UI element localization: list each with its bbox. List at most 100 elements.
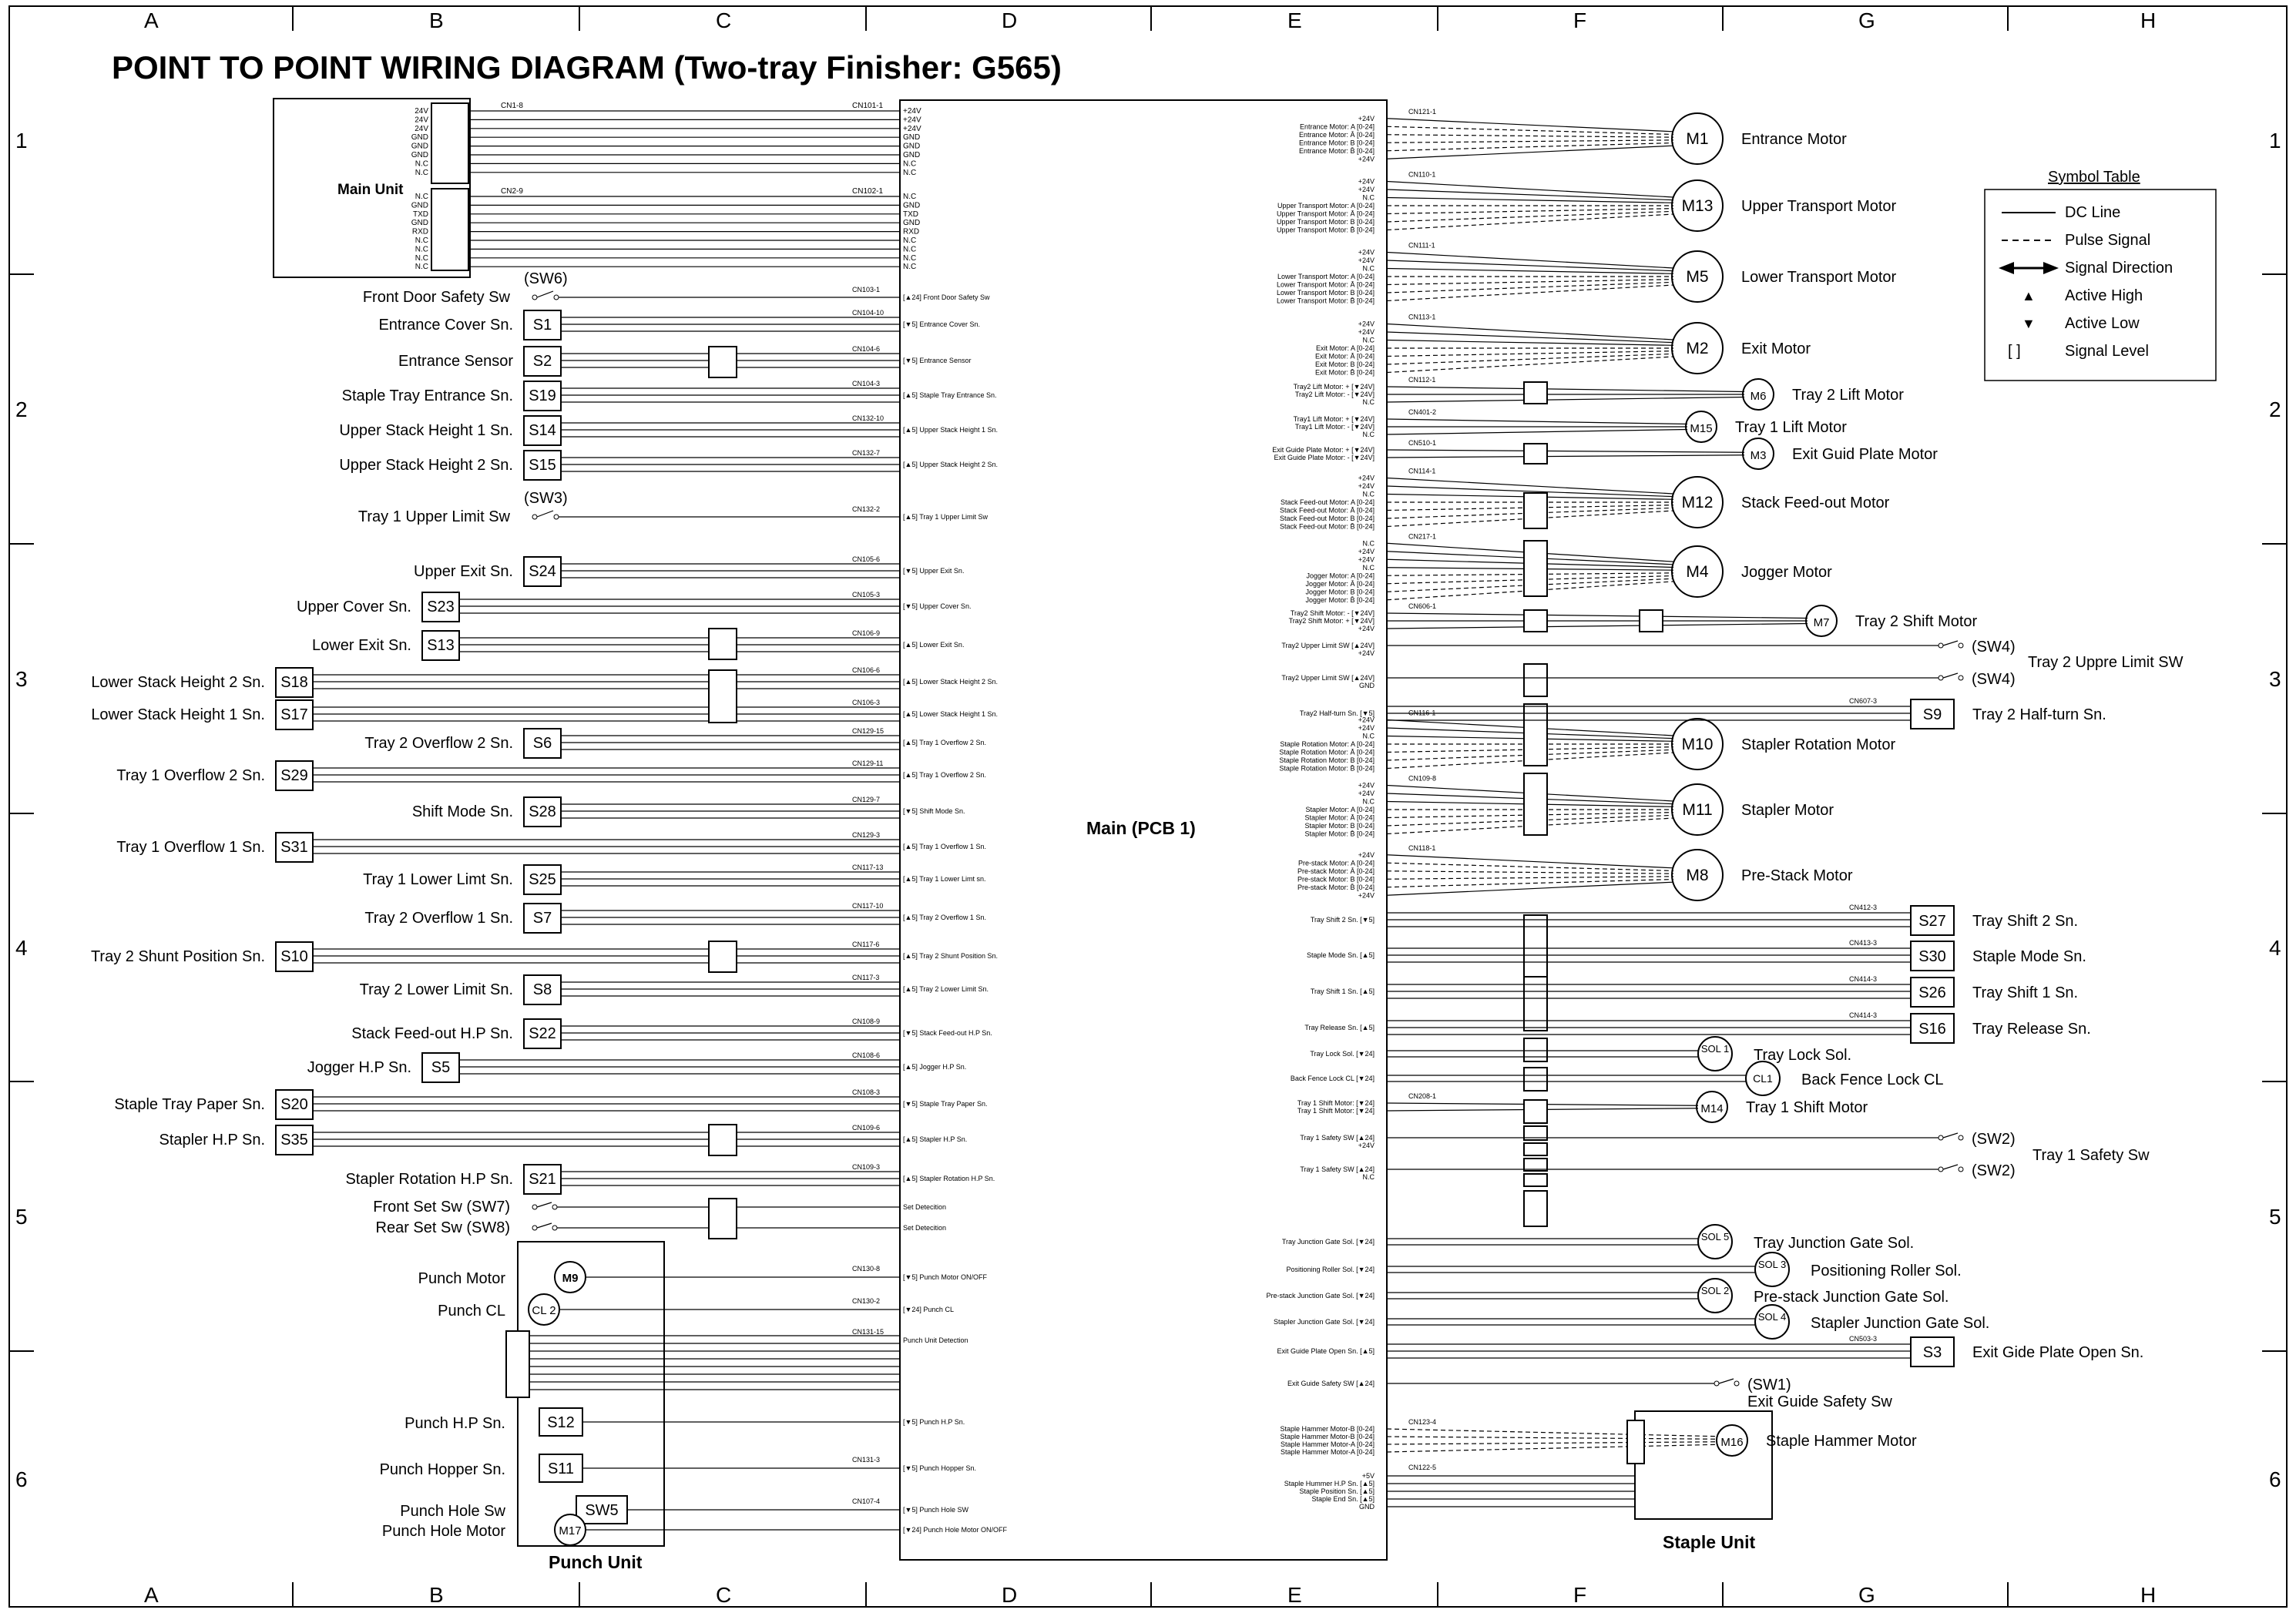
sensor-box [1910,699,1955,729]
signal-label: Entrance Motor: B̄ [0-24] [1299,147,1375,155]
signal-label: Tray2 Half-turn Sn. [▼5] [1300,709,1375,717]
signal-label: Lower Transport Motor: Ā [0-24] [1277,281,1375,289]
grid-row-label: 2 [15,397,28,421]
symbol-label: Signal Direction [2065,260,2173,277]
connector-block [1523,663,1548,697]
connector-block [1523,381,1548,404]
signal-label: Stack Feed-out Motor: B̄ [0-24] [1280,523,1375,531]
component-label: Exit Gide Plate Open Sn. [1972,1344,2143,1361]
solenoid-symbol: SOL 2 [1701,1285,1729,1296]
signal-label: Tray 1 Shift Motor: [▼24] [1297,1107,1375,1115]
signal-label: [▼5] Punch H.P Sn. [903,1418,965,1426]
component-label: Staple Tray Paper Sn. [114,1096,265,1113]
connector-block [1523,1158,1548,1172]
signal-label: Entrance Motor: Ā [0-24] [1299,131,1375,139]
wire [1386,189,1674,201]
signal-label: Staple Hammer Motor-A [0-24] [1281,1440,1375,1448]
grid-col-label: D [1002,1583,1017,1607]
sensor-symbol: S8 [533,981,552,998]
wire [1386,1436,1719,1440]
solenoid-symbol: SOL 3 [1758,1259,1786,1270]
motor-symbol: M5 [1686,268,1708,286]
grid-col-label: D [1002,8,1017,32]
connector-label: CN104-10 [852,309,884,317]
signal-label: GND [1359,682,1375,689]
component-label: Jogger Motor [1741,564,1832,581]
grid-row-label: 4 [15,936,28,960]
component-label: Tray Shift 2 Sn. [1972,913,2078,930]
grid-row-label: 3 [2269,667,2281,691]
signal-label: +5V [1362,1472,1375,1480]
component-label: Stapler Junction Gate Sol. [1811,1315,1989,1332]
wire [1386,139,1674,143]
sensor-symbol: SW5 [585,1502,618,1519]
signal-label: Stapler Motor: B [0-24] [1304,822,1375,830]
grid-col-label: C [716,1583,731,1607]
signal-label: GND [1359,1503,1375,1511]
component-label: Tray 2 Shunt Position Sn. [91,948,265,965]
pin-label: TXD [903,210,918,219]
sensor-box [1910,1013,1955,1044]
component-label: Tray 1 Overflow 2 Sn. [116,767,265,784]
wire [1386,386,1745,393]
component-label: Lower Stack Height 1 Sn. [91,706,265,723]
component-label: Tray 2 Overflow 2 Sn. [364,735,513,752]
component-label: Punch CL [438,1303,505,1320]
switch-lever-icon [1942,672,1959,679]
connector-block [708,941,737,973]
signal-label: Staple Hammer Motor-B [0-24] [1280,1433,1375,1440]
wire [1386,196,1674,203]
component-label: Tray 2 Lift Motor [1792,387,1904,404]
symbol-row: ▼Active Low [2022,315,2140,332]
component-label: Stack Feed-out H.P Sn. [351,1025,513,1042]
connector-label: CN217-1 [1408,532,1436,540]
wire [1386,622,1808,629]
signal-label: Tray Junction Gate Sol. [▼24] [1282,1238,1375,1246]
motor-icon [1671,112,1724,165]
main-pcb-label: Main (PCB 1) [1086,818,1196,838]
sensor-box [275,699,314,730]
wire [1386,578,1674,592]
sensor-box [523,381,562,411]
sensor-symbol: S5 [431,1059,450,1076]
signal-label: Staple End Sn. [▲5] [1312,1495,1375,1503]
signal-label: Upper Transport Motor: A [0-24] [1277,202,1375,210]
component-label: Tray Lock Sol. [1754,1047,1851,1064]
signal-label: [▼5] Shift Mode Sn. [903,807,965,815]
sensor-symbol: S16 [1918,1021,1946,1038]
wire [1386,323,1674,340]
connector-label: CN108-6 [852,1051,880,1059]
signal-label: +24V [1358,548,1375,555]
signal-label: Punch Unit Detection [903,1336,968,1344]
wire [1386,449,1745,453]
connector-block [1523,1067,1548,1092]
switch-tag: (SW2) [1972,1131,2016,1148]
grid-col-label: H [2140,8,2156,32]
component-label: Rear Set Sw (SW8) [376,1219,510,1236]
wire [1386,331,1674,344]
sensor-box [275,760,314,791]
signal-label: Tray 1 Shift Motor: [▼24] [1297,1099,1375,1107]
connector-label: CN123-4 [1408,1418,1436,1426]
component-label: Upper Cover Sn. [297,599,411,615]
motor-icon [1716,1424,1748,1457]
pin-label: N.C [903,263,916,271]
wire [1386,862,1674,872]
wire [1386,145,1674,159]
sensor-symbol: S15 [529,457,556,474]
wire [1386,260,1674,272]
signal-label: Tray Lock Sol. [▼24] [1310,1050,1375,1058]
signal-label: +24V [1358,649,1375,657]
pin-label: GND [411,143,428,151]
component-label: Stapler Rotation Motor [1741,736,1895,753]
signal-label: N.C [1363,564,1375,572]
signal-label: Tray Shift 1 Sn. [▲5] [1311,988,1375,995]
wire [1386,746,1674,753]
motor-symbol: M2 [1686,340,1708,357]
wire [1386,142,1674,152]
signal-label: N.C [1363,733,1375,740]
